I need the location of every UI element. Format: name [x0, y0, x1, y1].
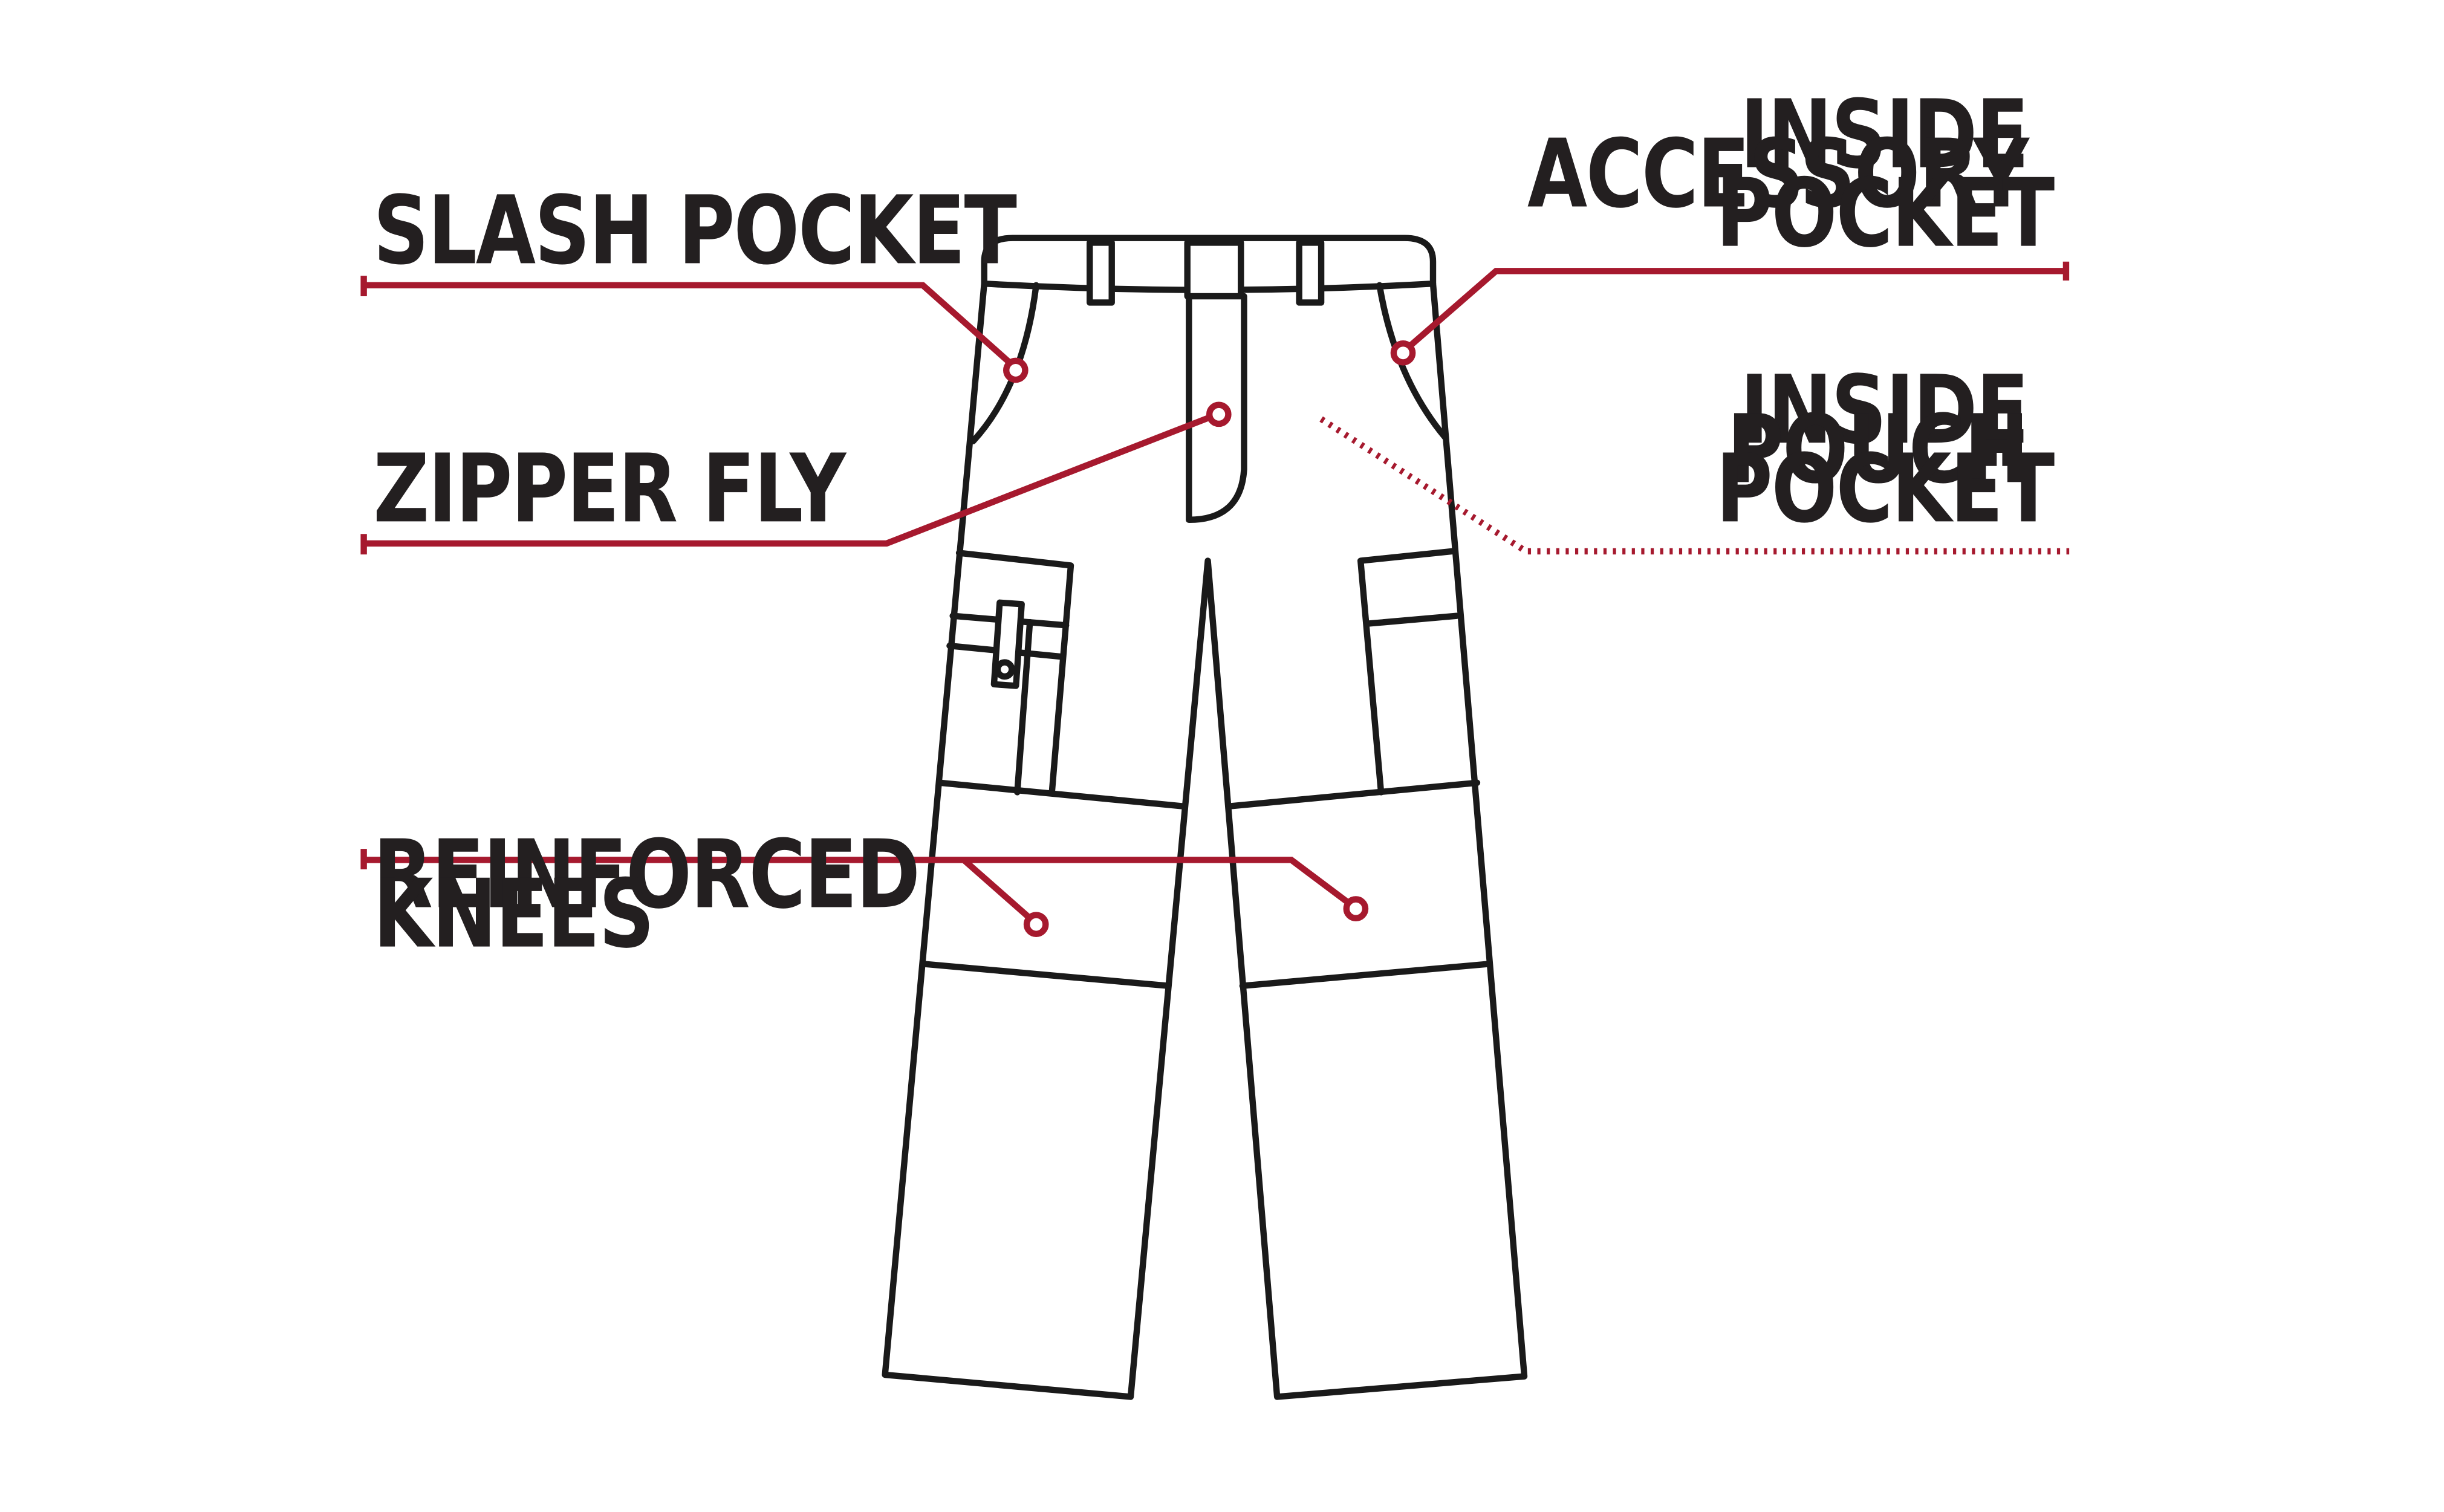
inside-pouch-pocket-label-line-1: INSIDE [1740, 355, 2028, 466]
callout-inside-pouch-pocket: INSIDE POUCH POCKET [1319, 355, 2070, 555]
callout-zipper-fly: ZIPPER FLY [360, 401, 1232, 555]
inside-accessory-pocket-leader [1409, 261, 2070, 348]
zipper-fly-panel [1186, 293, 1247, 524]
reinforced-knees-leader [360, 849, 1350, 921]
callout-slash-pocket: SLASH POCKET [360, 175, 1029, 383]
cargo-pocket-left-strap [1014, 618, 1033, 796]
cargo-pocket-right [1357, 548, 1455, 796]
belt-loop-left [1087, 239, 1115, 306]
inside-pouch-pocket-label-line-2: POUCH [1727, 394, 2027, 505]
reinforced-knees-label-line-1: REINFORCED [373, 819, 919, 930]
knee-panel-left-bottom [919, 961, 1172, 989]
inside-accessory-pocket-label-line-1: INSIDE [1740, 79, 2028, 190]
reinforced-knees-marker-right [1343, 896, 1369, 921]
inside-pouch-pocket-label: INSIDE POUCH POCKET [1716, 355, 2055, 544]
inside-pouch-pocket-label-line-3: POCKET [1716, 433, 2055, 544]
belt-loop-right [1296, 239, 1325, 306]
slash-pocket-label: SLASH POCKET [373, 175, 1016, 286]
cargo-pocket-left-snap [994, 659, 1015, 680]
reinforced-knees-marker-left [1023, 912, 1049, 938]
cargo-pocket-right-flap [1363, 612, 1460, 627]
inside-accessory-pocket-label-line-3: POCKET [1716, 158, 2055, 268]
inside-accessory-pocket-label: INSIDE ACCESSORY POCKET [1527, 79, 2055, 268]
zipper-fly-leader [360, 414, 1211, 555]
callout-inside-accessory-pocket: INSIDE ACCESSORY POCKET [1390, 79, 2070, 366]
inside-accessory-pocket-label-line-2: ACCESSORY [1527, 118, 2030, 229]
slash-pocket-right-seam [1376, 282, 1449, 441]
inside-pouch-pocket-leader [1319, 416, 2070, 555]
reinforced-knees-label-line-2: KNEES [373, 858, 653, 969]
callout-reinforced-knees: REINFORCED KNEES [360, 819, 1369, 969]
pants-illustration [882, 235, 1528, 1400]
belt-loop-center [1184, 239, 1244, 300]
knee-panel-right-top [1225, 779, 1481, 810]
knee-panel-left-top [937, 779, 1188, 810]
inside-accessory-pocket-marker [1390, 340, 1416, 366]
zipper-fly-marker [1206, 401, 1232, 427]
pants-outline [882, 280, 1528, 1400]
cargo-pocket-left [955, 550, 1074, 796]
slash-pocket-leader [360, 276, 1012, 365]
reinforced-knees-label: REINFORCED KNEES [373, 819, 944, 969]
zipper-fly-label: ZIPPER FLY [373, 433, 847, 544]
knee-panel-right-bottom [1239, 961, 1493, 989]
slash-pocket-marker [1003, 357, 1029, 383]
